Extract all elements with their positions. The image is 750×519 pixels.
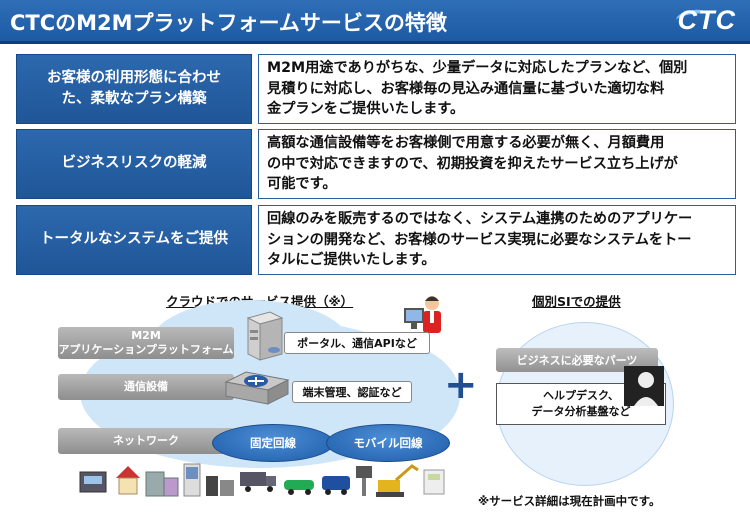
layer-comm-label: 通信設備	[124, 380, 168, 394]
house-icon	[116, 466, 140, 495]
feature-label-line: トータルなシステムをご提供	[39, 231, 229, 248]
feature-label: お客様の利用形態に合わせ た、柔軟なプラン構築	[16, 54, 252, 124]
vending-machine-icon	[183, 463, 201, 497]
router-icon	[224, 371, 290, 405]
truck-icon	[240, 472, 276, 492]
feature-label: トータルなシステムをご提供	[16, 205, 252, 275]
page-title: CTCのM2Mプラットフォームサービスの特徴	[10, 11, 447, 35]
layer-app-line: M2M	[131, 329, 161, 343]
feature-description: M2M用途でありがちな、少量データに対応したプランなど、個別 見積りに対応し、お…	[258, 54, 736, 124]
layer-app-line: アプリケーションプラットフォーム	[58, 343, 234, 356]
server-icon	[246, 311, 284, 361]
feature-desc-line: ションの開発など、お客様のサービス実現に必要なシステムをトー	[267, 231, 692, 248]
device-icons-row	[79, 463, 445, 497]
feature-label: ビジネスリスクの軽減	[16, 129, 252, 199]
fixed-line-oval: 固定回線	[212, 424, 334, 462]
plan-note: ※サービス詳細は現在計画中です。	[478, 494, 661, 508]
layer-app-platform: M2M アプリケーションプラットフォーム	[58, 327, 234, 359]
excavator-icon	[376, 464, 419, 497]
mobile-line-oval: モバイル回線	[326, 424, 450, 462]
header-bar: CTCのM2Mプラットフォームサービスの特徴 CTC	[0, 0, 750, 44]
medical-device-icon	[423, 469, 445, 495]
si-section-title: 個別SIでの提供	[532, 294, 621, 309]
layer-network-label: ネットワーク	[113, 434, 179, 448]
feature-label-line: た、柔軟なプラン構築	[61, 91, 207, 107]
feature-desc-line: 可能です。	[267, 176, 337, 193]
device-auth-tag: 端末管理、認証など	[292, 381, 412, 403]
layer-network: ネットワーク	[58, 428, 234, 454]
feature-description: 高額な通信設備等をお客様側で用意する必要が無く、月額費用 の中で対応できますので…	[258, 129, 736, 199]
feature-row-business-risk: ビジネスリスクの軽減 高額な通信設備等をお客様側で用意する必要が無く、月額費用 …	[16, 129, 736, 199]
feature-label-line: お客様の利用形態に合わせ	[47, 69, 221, 86]
building-icon	[145, 471, 179, 497]
feature-desc-line: タルにご提供いたします。	[267, 252, 436, 269]
si-services-line: データ分析基盤など	[531, 405, 631, 418]
si-services-line: ヘルプデスク、	[542, 388, 619, 402]
plus-sign: +	[444, 362, 478, 408]
feature-label-line: ビジネスリスクの軽減	[61, 155, 207, 172]
ctc-logo: CTC	[677, 5, 736, 35]
feature-description: 回線のみを販売するのではなく、システム連携のためのアプリケー ションの開発など、…	[258, 205, 736, 275]
feature-desc-line: M2M用途でありがちな、少量データに対応したプランなど、個別	[267, 60, 688, 77]
car-icon	[284, 480, 314, 495]
pos-terminal-icon	[79, 471, 107, 493]
headset-operator-icon	[624, 366, 664, 406]
layer-comm-facility: 通信設備	[58, 374, 234, 400]
feature-row-flexible-plan: お客様の利用形態に合わせ た、柔軟なプラン構築 M2M用途でありがちな、少量デー…	[16, 54, 736, 124]
feature-desc-line: の中で対応できますので、初期投資を抑えたサービス立ち上げが	[267, 155, 678, 172]
portal-api-tag: ポータル、通信APIなど	[284, 332, 430, 354]
feature-desc-line: 高額な通信設備等をお客様側で用意する必要が無く、月額費用	[267, 135, 665, 152]
feature-desc-line: 回線のみを販売するのではなく、システム連携のためのアプリケー	[267, 211, 693, 228]
camera-icon	[356, 466, 372, 496]
appliance-icon	[206, 476, 234, 496]
user-at-computer-icon	[404, 296, 441, 333]
feature-desc-line: 金プランをご提供いたします。	[267, 101, 465, 118]
feature-row-total-system: トータルなシステムをご提供 回線のみを販売するのではなく、システム連携のためのア…	[16, 205, 736, 275]
feature-desc-line: 見積りに対応し、お客様毎の見込み通信量に基づいた適切な料	[267, 80, 665, 97]
blue-vehicle-icon	[322, 476, 350, 495]
